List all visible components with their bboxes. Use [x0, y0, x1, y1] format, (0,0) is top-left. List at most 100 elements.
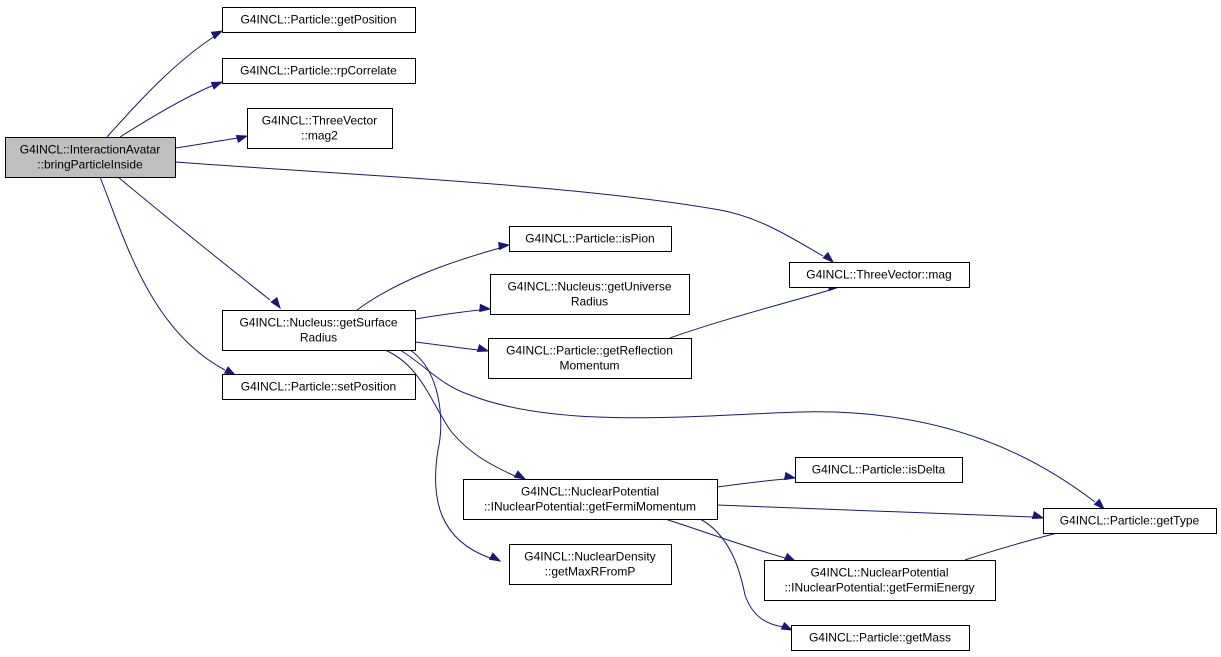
node-box[interactable]: [791, 625, 970, 651]
edge-line: [669, 289, 831, 339]
edge-getSurfaceRadius-to-getUniverseRadius: [414, 303, 492, 320]
node-getFermiEnergy[interactable]: G4INCL::NuclearPotential::INuclearPotent…: [764, 560, 996, 601]
node-label: G4INCL::NuclearPotential: [521, 485, 659, 499]
node-label: G4INCL::ThreeVector: [262, 114, 377, 128]
node-label: Radius: [300, 331, 337, 345]
edge-line: [399, 349, 1096, 503]
node-box[interactable]: [490, 274, 690, 315]
arrowhead-icon: [223, 366, 237, 376]
edge-line: [384, 349, 516, 477]
node-label: ::INuclearPotential::getFermiMomentum: [484, 500, 696, 514]
node-label: G4INCL::NuclearDensity: [524, 550, 655, 564]
node-label: G4INCL::NuclearPotential: [810, 566, 948, 580]
edge-root-to-setPosition: [99, 176, 237, 376]
edge-line: [119, 84, 215, 138]
node-getMass[interactable]: G4INCL::Particle::getMass: [791, 625, 970, 651]
node-box[interactable]: [5, 137, 176, 178]
arrowhead-icon: [780, 621, 794, 631]
edge-line: [414, 309, 481, 320]
edge-root-to-getPosition: [106, 30, 224, 138]
edge-getSurfaceRadius-to-getType: [399, 349, 1106, 511]
node-isDelta[interactable]: G4INCL::Particle::isDelta: [795, 457, 963, 483]
edge-line: [106, 35, 216, 138]
node-label: G4INCL::Particle::getPosition: [240, 13, 396, 27]
edge-line: [664, 518, 786, 559]
arrowhead-icon: [476, 343, 490, 353]
edge-getFermiMomentum-to-getMass: [699, 518, 794, 631]
edge-root-to-mag2: [174, 134, 249, 149]
edge-getSurfaceRadius-to-getFermiMomentum: [384, 349, 527, 480]
node-label: G4INCL::Particle::getMass: [809, 631, 951, 645]
node-box[interactable]: [222, 58, 416, 84]
node-label: G4INCL::Nucleus::getUniverse: [507, 280, 671, 294]
node-getFermiMomentum[interactable]: G4INCL::NuclearPotential::INuclearPotent…: [463, 479, 718, 520]
node-label: ::mag2: [301, 129, 338, 143]
node-label: G4INCL::Particle::setPosition: [241, 380, 396, 394]
edge-getSurfaceRadius-to-getMaxRFromP: [409, 349, 502, 562]
node-setPosition[interactable]: G4INCL::Particle::setPosition: [222, 374, 416, 400]
node-root[interactable]: G4INCL::InteractionAvatar::bringParticle…: [5, 137, 176, 178]
edge-getSurfaceRadius-to-getReflectionMomentum: [414, 341, 490, 353]
node-box[interactable]: [509, 226, 672, 252]
arrowhead-icon: [479, 303, 492, 313]
node-getMaxRFromP[interactable]: G4INCL::NuclearDensity::getMaxRFromP: [509, 544, 672, 585]
edge-line: [356, 247, 501, 311]
arrowhead-icon: [488, 552, 502, 562]
node-mag[interactable]: G4INCL::ThreeVector::mag: [789, 262, 970, 288]
node-mag2[interactable]: G4INCL::ThreeVector::mag2: [247, 108, 393, 149]
node-box[interactable]: [764, 560, 996, 601]
arrowhead-icon: [822, 251, 835, 264]
node-label: G4INCL::ThreeVector::mag: [806, 268, 951, 282]
edge-line: [409, 349, 491, 559]
node-box[interactable]: [247, 108, 393, 149]
edge-line: [99, 176, 226, 371]
arrowhead-icon: [783, 552, 797, 562]
arrowhead-icon: [783, 471, 797, 481]
node-box[interactable]: [463, 479, 718, 520]
edge-root-to-rpCorrelate: [119, 81, 224, 138]
nodes-layer: G4INCL::InteractionAvatar::bringParticle…: [5, 7, 1217, 651]
node-box[interactable]: [222, 374, 416, 400]
node-label: G4INCL::Particle::getType: [1060, 514, 1200, 528]
node-box[interactable]: [222, 310, 416, 351]
node-box[interactable]: [789, 262, 970, 288]
node-isPion[interactable]: G4INCL::Particle::isPion: [509, 226, 672, 252]
node-label: ::getMaxRFromP: [545, 565, 636, 579]
edge-getSurfaceRadius-to-isPion: [356, 241, 511, 311]
node-box[interactable]: [488, 338, 692, 379]
node-label: Radius: [571, 295, 608, 309]
edge-line: [716, 504, 1034, 518]
arrowhead-icon: [1031, 510, 1045, 520]
node-label: G4INCL::Nucleus::getSurface: [239, 316, 397, 330]
arrowhead-icon: [210, 81, 224, 90]
node-getPosition[interactable]: G4INCL::Particle::getPosition: [222, 7, 416, 33]
node-label: G4INCL::Particle::getReflection: [506, 344, 673, 358]
node-box[interactable]: [509, 544, 672, 585]
node-box[interactable]: [1043, 508, 1217, 534]
edge-line: [964, 530, 1066, 561]
node-rpCorrelate[interactable]: G4INCL::Particle::rpCorrelate: [222, 58, 416, 84]
node-label: G4INCL::Particle::isPion: [525, 232, 654, 246]
arrowhead-icon: [1093, 498, 1106, 511]
node-box[interactable]: [222, 7, 416, 33]
arrowhead-icon: [513, 470, 527, 480]
node-box[interactable]: [795, 457, 963, 483]
edge-line: [174, 137, 239, 149]
edge-line: [174, 161, 824, 257]
node-label: ::bringParticleInside: [37, 158, 143, 172]
edge-getFermiMomentum-to-getType: [716, 504, 1045, 520]
edge-root-to-getSurfaceRadius: [117, 176, 281, 310]
edge-getFermiMomentum-to-getFermiEnergy: [664, 518, 797, 562]
arrowhead-icon: [235, 134, 249, 144]
node-label: Momentum: [559, 359, 619, 373]
node-label: ::INuclearPotential::getFermiEnergy: [784, 581, 974, 595]
edge-getReflectionMomentum-to-mag: [669, 282, 841, 339]
node-getType[interactable]: G4INCL::Particle::getType: [1043, 508, 1217, 534]
edge-line: [716, 478, 786, 488]
arrowhead-icon: [210, 30, 224, 40]
node-label: G4INCL::InteractionAvatar: [20, 143, 161, 157]
